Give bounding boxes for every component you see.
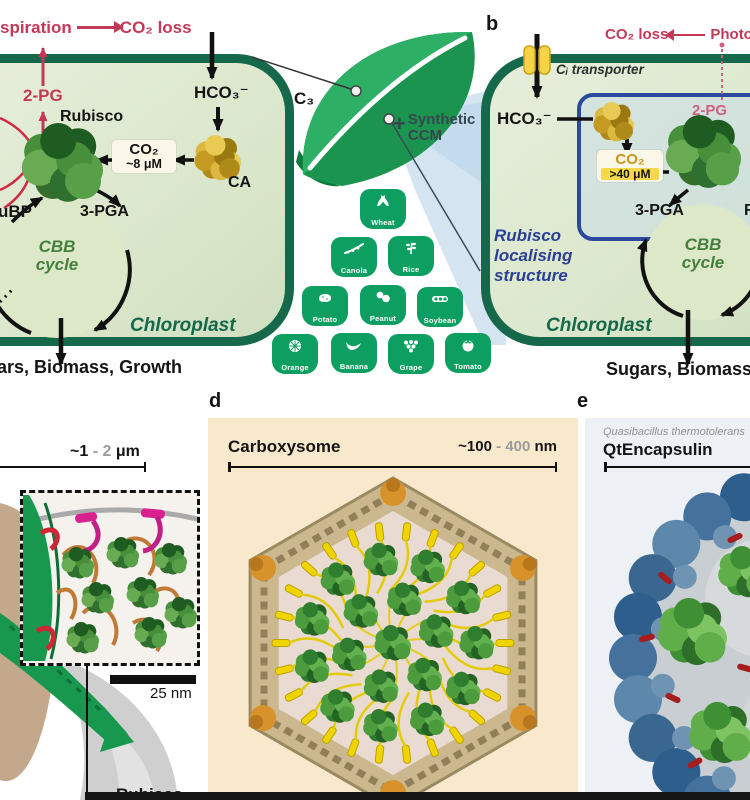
- crop-label: Potato: [312, 315, 338, 324]
- arrow-right-icon: [76, 21, 124, 34]
- products-fragment-a: ars, Biomass, Growth: [0, 357, 183, 377]
- encapsulin-title: QtEncapsulin: [603, 440, 713, 459]
- arrow-left-icon: [665, 29, 706, 40]
- cbb-label-b: CBB cycle: [681, 235, 725, 272]
- encapsulin-illustration: [609, 473, 750, 800]
- panel-b-label: b: [486, 13, 499, 35]
- crop-label: Grape: [399, 363, 423, 372]
- crop-label: Tomato: [454, 362, 482, 371]
- tomato-icon: [462, 339, 474, 352]
- crop-label: Canola: [340, 266, 368, 275]
- synthetic-ccm-label: + Synthetic CCM: [393, 111, 476, 144]
- hco3-label-a: HCO₃⁻: [194, 83, 249, 102]
- chloroplast-label-b: Chloroplast: [546, 315, 652, 336]
- ci-transporter-label: Cᵢ transporter: [556, 62, 644, 77]
- crop-label: Soybean: [423, 316, 457, 325]
- crop-badge-tomato: Tomato: [445, 333, 491, 373]
- photorespiration-fragment: spiration: [0, 18, 72, 37]
- panel-d-scale-label: ~100 - 400 nm: [458, 438, 557, 455]
- rubisco-label-a: Rubisco: [60, 108, 124, 125]
- crop-badge-peanut: Peanut: [360, 285, 406, 325]
- cropped-panel-edge: [85, 792, 750, 800]
- crop-label: Peanut: [369, 314, 397, 323]
- potato-icon: [319, 294, 331, 302]
- carboxysome-illustration: [248, 476, 538, 800]
- crop-badge-soybean: Soybean: [417, 287, 463, 327]
- photo-fragment-b: Photo: [710, 26, 750, 43]
- pyrenoid-inset-art: [23, 495, 197, 661]
- panel-d-label: d: [209, 390, 222, 412]
- co2-loss-label-a: CO₂ loss: [119, 18, 192, 37]
- 2pg-label-a: 2-PG: [23, 86, 63, 105]
- crop-label: Rice: [402, 265, 420, 274]
- panel-d-scaleline: [228, 462, 557, 472]
- crop-label: Orange: [281, 363, 309, 372]
- panel-e-scaleline: [604, 462, 750, 472]
- localising-structure-label: Rubisco localising structure: [494, 226, 573, 286]
- c3-label: C₃: [294, 89, 315, 108]
- panel-c-scaleline: [0, 462, 146, 472]
- canola-icon: [344, 243, 364, 254]
- crop-badge-grape: Grape: [388, 334, 434, 374]
- crop-badge-potato: Potato: [302, 286, 348, 326]
- crop-badge-rice: Rice: [388, 236, 434, 276]
- chloroplast-label-a: Chloroplast: [130, 315, 236, 336]
- crop-badge-orange: Orange: [272, 334, 318, 374]
- panel-c-scale-label: ~1 - 2 μm: [70, 443, 140, 460]
- crop-label: Wheat: [371, 218, 395, 227]
- cbb-label-a: CBB cycle: [35, 237, 79, 274]
- 3pga-label-b: 3-PGA: [635, 202, 684, 219]
- photorespiration-row-b: CO₂ loss Photo: [605, 27, 750, 43]
- 3pga-label-a: 3-PGA: [80, 203, 129, 220]
- crop-badge-banana: Banana: [331, 333, 377, 373]
- rubp-fragment-a: uBP: [0, 202, 32, 221]
- encapsulin-species: Quasibacillus thermotolerans: [603, 426, 745, 438]
- 2pg-label-b: 2-PG: [692, 102, 728, 119]
- carboxysome-title: Carboxysome: [228, 437, 341, 456]
- photorespiration-row-a: spiration CO₂ loss: [0, 19, 192, 37]
- hco3-label-b: HCO₃⁻: [497, 109, 552, 128]
- rubp-fragment-b: R: [744, 202, 750, 219]
- inset-scalebar: [110, 675, 196, 684]
- pyrenoid-inset-box: [20, 490, 200, 666]
- co2-loss-label-b: CO₂ loss: [605, 26, 669, 43]
- plus-sign: +: [393, 111, 406, 136]
- red-hooks: [35, 527, 60, 651]
- co2-concentration-box-b: CO₂ >40 μM: [597, 150, 663, 183]
- crop-badge-canola: Canola: [331, 237, 377, 277]
- crop-badge-wheat: Wheat: [360, 189, 406, 229]
- co2-concentration-box-a: CO₂ ~8 μM: [112, 140, 176, 173]
- inset-scale-label: 25 nm: [150, 685, 192, 702]
- grape-icon: [404, 340, 418, 353]
- wheat-icon: [377, 195, 389, 206]
- crop-label: Banana: [339, 362, 369, 371]
- orange-icon: [289, 340, 301, 352]
- soybean-icon: [432, 296, 448, 302]
- rice-icon: [406, 242, 416, 255]
- ca-label: CA: [228, 174, 252, 191]
- banana-icon: [346, 342, 361, 350]
- peanut-icon: [376, 291, 390, 303]
- products-fragment-b: Sugars, Biomass,: [606, 359, 750, 379]
- panel-e-label: e: [577, 390, 589, 412]
- inset-rubisco-enzymes: [61, 537, 197, 654]
